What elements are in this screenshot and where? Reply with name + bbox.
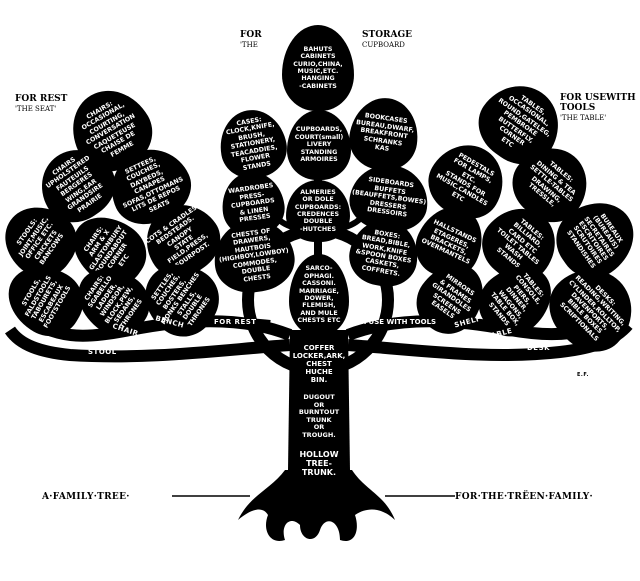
leaf-text-line: CREDENCES [296, 211, 340, 218]
leaf-text-line: OR DOLE [302, 196, 334, 204]
leaf-text-line: BAHUTS [303, 45, 333, 53]
leaf-text-line: KAS [374, 144, 390, 153]
footer-left: A·FAMILY·TREE· [42, 492, 130, 502]
leaf-text-line: ARMOIRES [300, 156, 338, 164]
leaf-text-line: LIVERY [306, 141, 332, 149]
leaf-text-line: COURT(small) [294, 133, 344, 141]
leaf-text-line: CUPBOARDS: [294, 203, 342, 211]
leaf-text-line: ALMERIES [300, 188, 336, 196]
branch-label-for-rest: FOR REST [214, 318, 257, 326]
storage-heading-for: FOR'THE [240, 30, 262, 49]
leaf-text-line: AND MULE [300, 309, 338, 317]
artist-signature: E.F. [577, 372, 589, 378]
leaf-text-line: OPHAGI. [303, 272, 334, 280]
roots [238, 470, 395, 541]
rest-heading: FOR REST'THE SEAT' [15, 94, 68, 113]
leaf-text-line: SARCO- [305, 265, 333, 273]
leaf-text-line: FLEMISH, [302, 302, 336, 310]
leaf-text-line: CHESTS ETC [297, 317, 341, 325]
leaf-text-line: CURIO,CHINA, [293, 60, 343, 68]
branch-label-desk: DESK [527, 344, 551, 352]
tools-heading: FOR USEWITH TOOLS'THE TABLE' [560, 93, 636, 122]
branch-label-stool: STOOL [88, 348, 117, 356]
leaf-text-line: HANGING [301, 75, 335, 83]
leaf-text-line: CUPBOARDS, [295, 126, 343, 134]
branch-label-for-tools: FOR USE WITH TOOLS [350, 318, 437, 326]
leaf-text-line: -HUTCHES [299, 225, 337, 233]
leaf-text-line: DOWER, [304, 295, 334, 302]
leaf-text-line: MUSIC,ETC. [297, 68, 339, 75]
leaf-text-line: CABINETS [300, 53, 336, 61]
leaf-text-line: CASSONI. [302, 280, 336, 288]
leaf-text-line: MARRIAGE, [299, 287, 339, 295]
leaf-text-line: DOUBLE [303, 218, 333, 226]
leaf: SARCO-OPHAGI.CASSONI.MARRIAGE,DOWER,FLEM… [289, 254, 349, 336]
footer-right: FOR·THE·TRËEN·FAMILY· [455, 492, 593, 502]
leaf-text-line: STANDING [300, 148, 338, 156]
branch-left-lower [5, 326, 291, 363]
leaf-text-line: -CABINETS [299, 82, 337, 90]
